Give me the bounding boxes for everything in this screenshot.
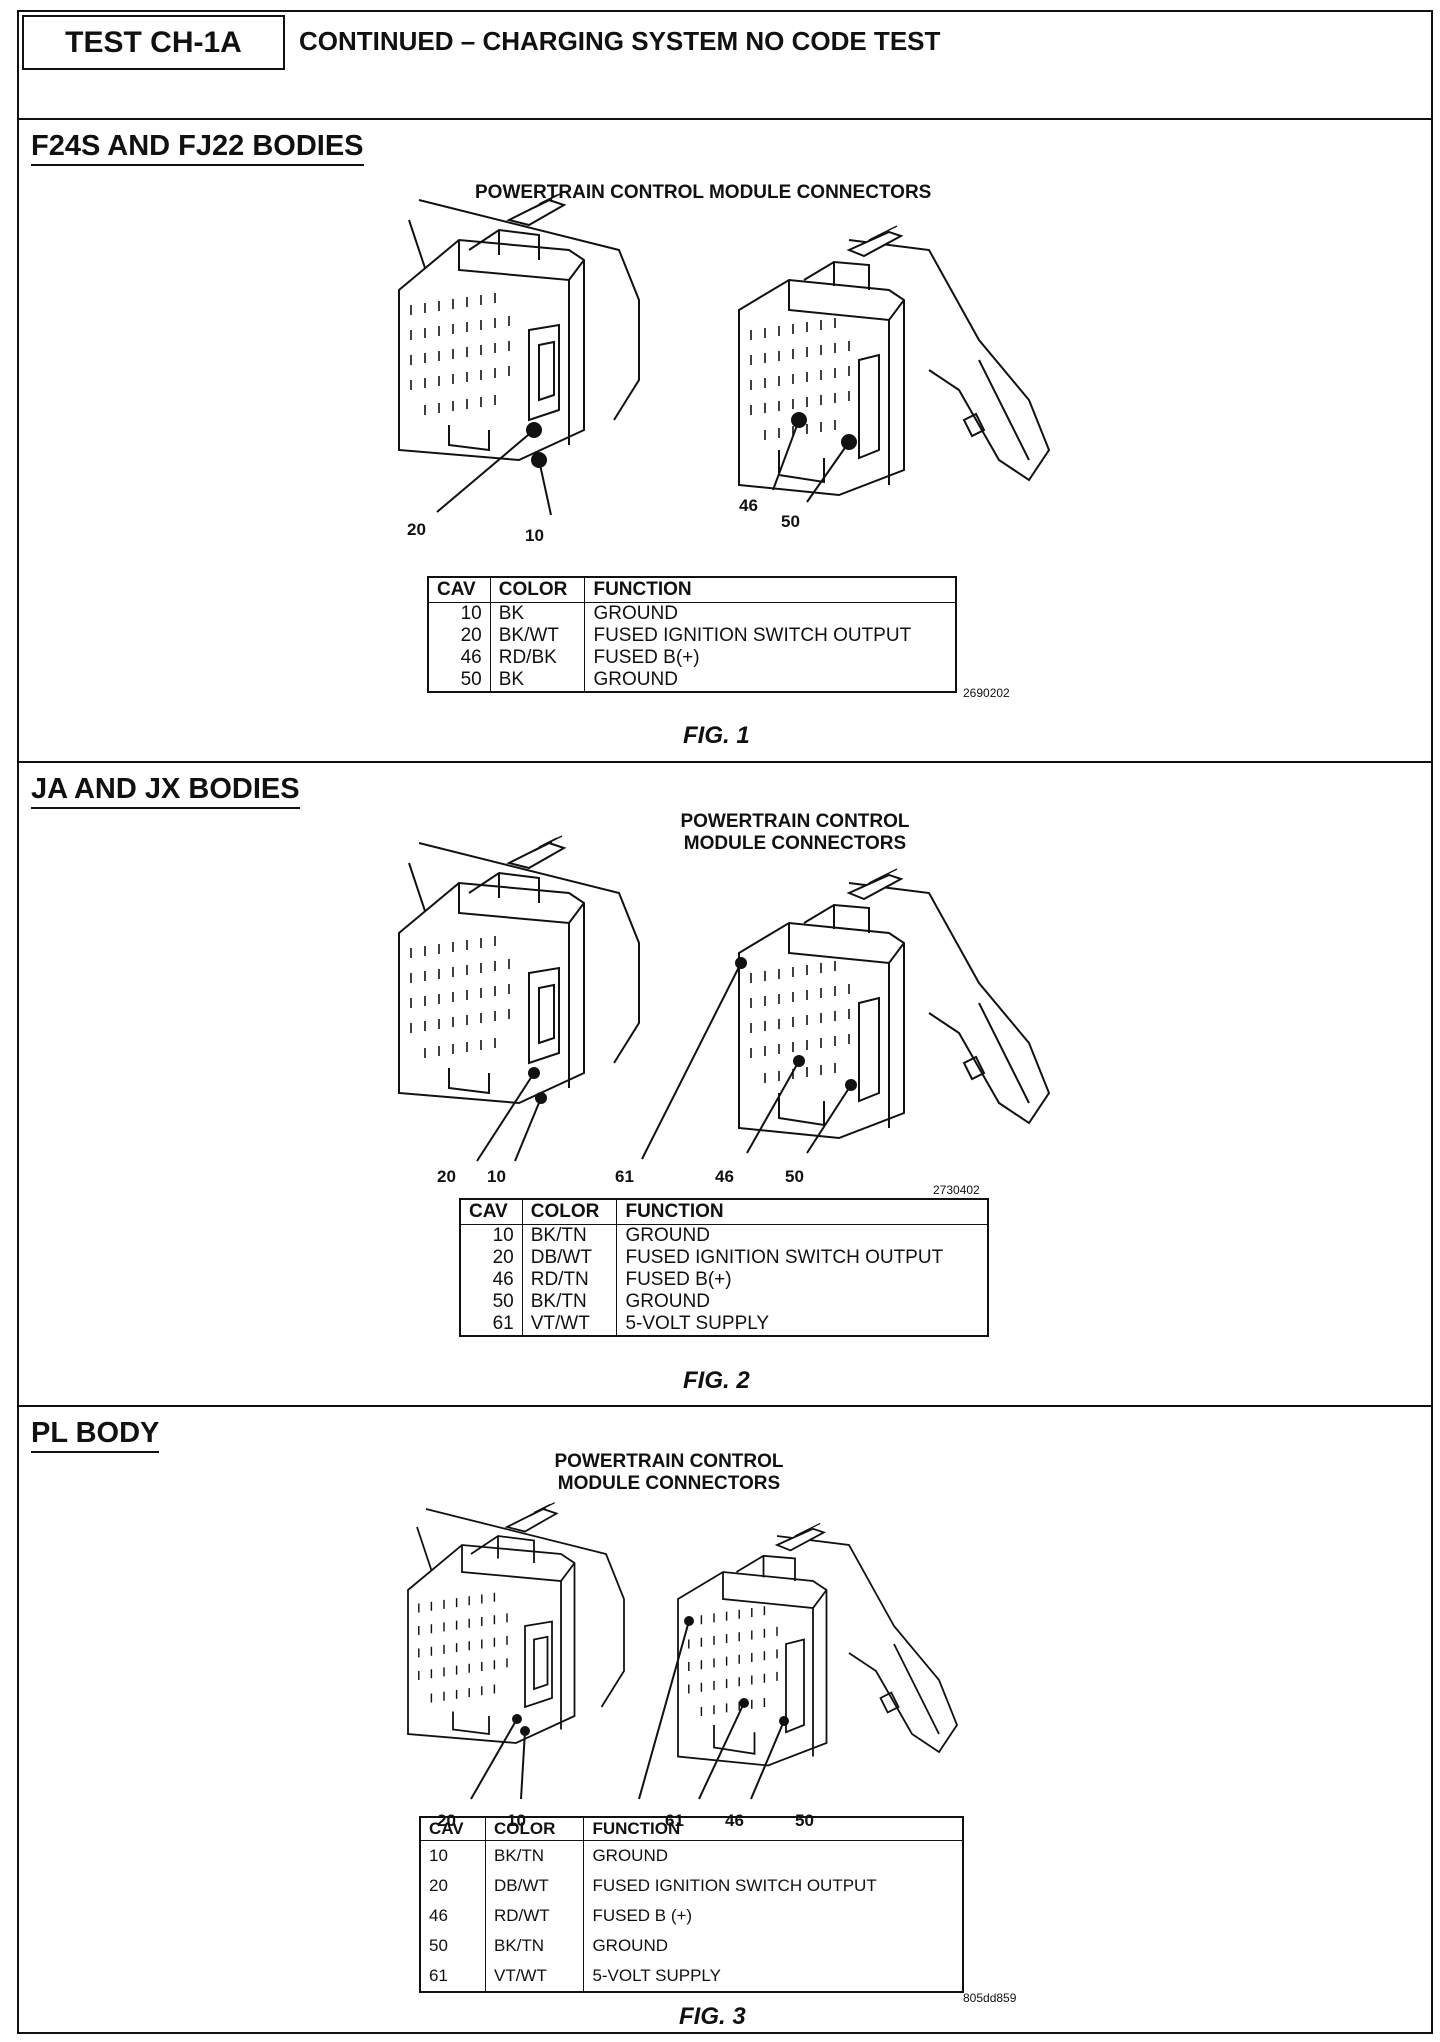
callout-label: 20 [437,1167,456,1186]
leader-line [750,1720,785,1800]
connector-illustration [407,1501,958,1800]
col-header: FUNCTION [584,577,956,603]
image-code: 2690202 [963,686,1010,700]
callout-label: 20 [407,520,426,539]
leader-line [806,441,850,503]
figure-caption: POWERTRAIN CONTROL MODULE CONNECTORS [475,182,931,204]
test-id-box: TEST CH-1A [22,15,285,70]
section-ja-jx: JA AND JX BODIES POWERTRAIN CONTROL MODU… [19,763,1431,1407]
callout-label: 50 [781,512,800,531]
col-header: COLOR [522,1199,618,1225]
leader-line [470,1718,518,1800]
page-frame: TEST CH-1A CONTINUED – CHARGING SYSTEM N… [17,10,1433,2034]
leader-line [698,1702,745,1800]
col-header: COLOR [485,1817,585,1841]
leader-line [806,1084,852,1154]
caption-line: POWERTRAIN CONTROL MODULE CONNECTORS [475,182,932,203]
leader-line [772,419,800,491]
callout-label: 46 [715,1167,734,1186]
section-pl: PL BODY POWERTRAIN CONTROL MODULE CONNEC… [19,1407,1431,2032]
leader-line [520,1730,526,1800]
caption-line: POWERTRAIN CONTROL [554,1451,784,1472]
figure-label: FIG. 2 [683,1367,750,1394]
callout-label: 46 [739,496,758,515]
section-f24s-fj22: F24S AND FJ22 BODIES POWERTRAIN CONTROL … [19,120,1431,763]
col-header: CAV [428,577,491,603]
image-code: 805dd859 [963,1991,1017,2005]
page-header: TEST CH-1A CONTINUED – CHARGING SYSTEM N… [19,12,1431,120]
connector-illustration [398,835,1050,1162]
image-code: 2730402 [933,1183,980,1197]
caption-line: MODULE CONNECTORS [683,833,907,854]
leader-line [436,429,535,513]
caption-line: POWERTRAIN CONTROL [680,811,910,832]
figure-caption: POWERTRAIN CONTROL MODULE CONNECTORS [665,811,925,855]
callout-label: 61 [615,1167,634,1186]
col-header: COLOR [490,577,586,603]
callout-label: 10 [487,1167,506,1186]
caption-line: MODULE CONNECTORS [557,1473,781,1494]
leader-line [641,962,742,1160]
col-header: CAV [460,1199,523,1225]
callout-label: 50 [785,1167,804,1186]
col-header: FUNCTION [583,1817,963,1841]
section-title: PL BODY [31,1417,160,1453]
page-title: CONTINUED – CHARGING SYSTEM NO CODE TEST [299,26,941,56]
figure-caption: POWERTRAIN CONTROL MODULE CONNECTORS [539,1451,799,1495]
leader-line [514,1097,542,1162]
connector-illustration [398,192,1050,516]
section-title: JA AND JX BODIES [31,773,300,809]
figure-label: FIG. 1 [683,722,750,749]
col-header: CAV [420,1817,486,1841]
section-title: F24S AND FJ22 BODIES [31,130,364,166]
leader-line [638,1620,690,1800]
leader-line [746,1060,800,1154]
leader-line [538,459,552,516]
leader-line [476,1072,535,1162]
figure-label: FIG. 3 [679,2003,746,2030]
callout-label: 10 [525,526,544,545]
col-header: FUNCTION [616,1199,988,1225]
